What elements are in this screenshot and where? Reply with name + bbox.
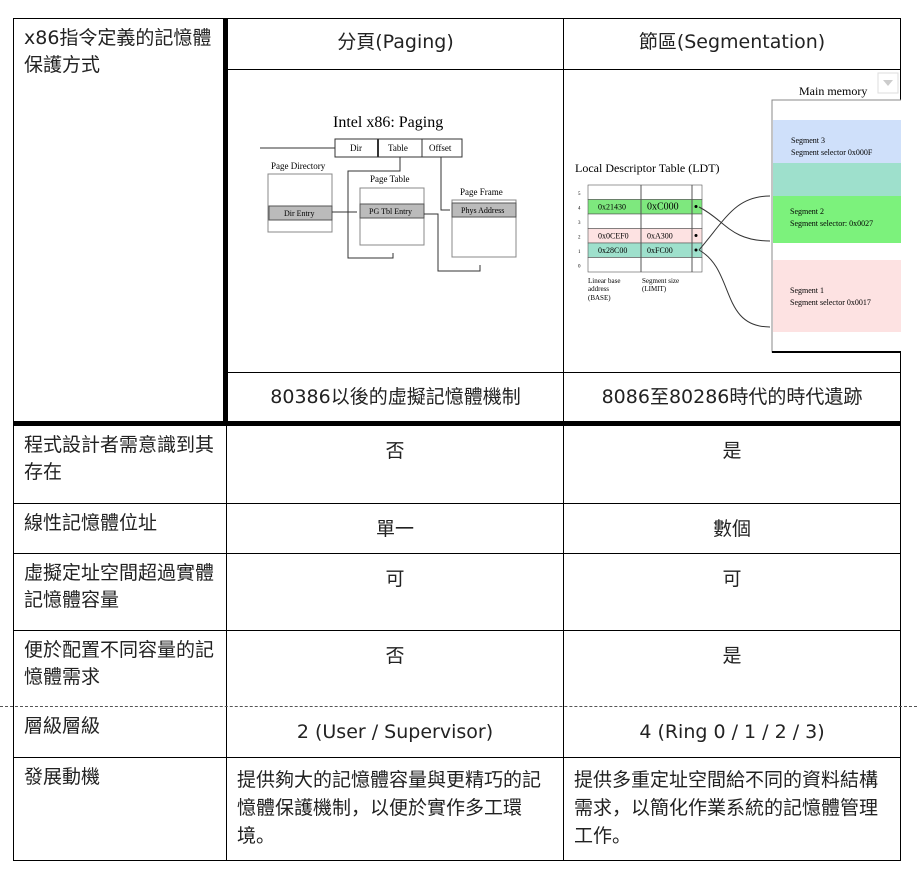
ldt-idx: 3 bbox=[578, 221, 581, 226]
ldt-title: Local Descriptor Table (LDT) bbox=[575, 161, 720, 175]
segmentation-value: 4 (Ring 0 / 1 / 2 / 3) bbox=[639, 721, 825, 743]
segmentation-value: 是 bbox=[722, 645, 742, 667]
limit-label: Segment size bbox=[642, 277, 679, 285]
grid-line bbox=[223, 18, 228, 424]
grid-line bbox=[13, 18, 901, 19]
ldt-idx: 4 bbox=[578, 207, 581, 212]
row-label: 虛擬定址空間超過實體記憶體容量 bbox=[24, 562, 215, 611]
pg-tbl-entry: PG Tbl Entry bbox=[369, 207, 412, 216]
dir-entry: Dir Entry bbox=[284, 209, 314, 218]
ldt-row bbox=[587, 257, 703, 273]
segment-3-name: Segment 3 bbox=[791, 136, 825, 145]
pointer-dot bbox=[694, 248, 698, 252]
page-frame-label: Page Frame bbox=[460, 187, 503, 197]
base-label: Linear base bbox=[588, 277, 620, 285]
caption-paging: 80386以後的虛擬記憶體機制 bbox=[270, 386, 521, 408]
ldt-row bbox=[587, 213, 703, 229]
paging-value: 提供夠大的記憶體容量與更精巧的記憶體保護機制，以便於實作多工環境。 bbox=[237, 769, 542, 847]
row-label: 便於配置不同容量的記憶體需求 bbox=[24, 639, 215, 688]
paging-value: 否 bbox=[385, 440, 405, 462]
grid-line bbox=[13, 860, 901, 861]
grid-line bbox=[13, 630, 901, 631]
ldt-limit: 0xFC00 bbox=[647, 246, 673, 255]
segment-1-selector: Segment selector 0x0017 bbox=[790, 298, 871, 307]
base-label: address bbox=[588, 285, 609, 293]
phys-address: Phys Address bbox=[461, 206, 504, 215]
paging-value: 單一 bbox=[375, 518, 414, 540]
caption-segmentation: 8086至80286時代的時代遺跡 bbox=[601, 386, 863, 408]
grid-line bbox=[13, 757, 901, 758]
grid-line bbox=[226, 69, 901, 70]
header-row-label: x86指令定義的記憶體保護方式 bbox=[24, 27, 212, 76]
row-label: 線性記憶體位址 bbox=[24, 512, 158, 534]
segmentation-value: 是 bbox=[722, 440, 742, 462]
ldt-base: 0x28C00 bbox=[598, 246, 627, 255]
limit-label: (LIMIT) bbox=[642, 285, 667, 293]
pointer-dot bbox=[694, 234, 698, 237]
ldt-limit: 0xA300 bbox=[647, 232, 673, 241]
row-label: 層級層級 bbox=[24, 715, 101, 737]
grid-line bbox=[13, 421, 901, 426]
field-table: Table bbox=[388, 143, 408, 153]
main-memory-label: Main memory bbox=[799, 84, 867, 98]
ldt-idx: 0 bbox=[578, 265, 581, 270]
grid-line bbox=[226, 424, 227, 861]
segmentation-diagram: Main memory Segment 3 Segment selector 0… bbox=[575, 72, 901, 353]
grid-line bbox=[13, 553, 901, 554]
ldt-limit: 0xC000 bbox=[647, 202, 679, 213]
grid-line bbox=[13, 503, 901, 504]
grid-line bbox=[226, 372, 901, 373]
segment-2-selector: Segment selector: 0x0027 bbox=[790, 219, 873, 228]
paging-value: 2 (User / Supervisor) bbox=[296, 721, 494, 743]
grid-line bbox=[563, 18, 564, 861]
paging-diagram: Intel x86: Paging Dir Table Offset Page … bbox=[260, 114, 517, 272]
grid-line bbox=[13, 18, 14, 861]
ldt-idx: 1 bbox=[578, 250, 581, 255]
segment-1-name: Segment 1 bbox=[790, 286, 824, 295]
paging-value: 否 bbox=[385, 645, 405, 667]
row-label: 程式設計者需意識到其存在 bbox=[24, 434, 215, 483]
segment-2-name: Segment 2 bbox=[790, 207, 824, 216]
ldt-idx: 2 bbox=[578, 236, 581, 241]
field-offset: Offset bbox=[429, 143, 452, 153]
ldt-row bbox=[587, 184, 703, 200]
page-table-label: Page Table bbox=[370, 174, 409, 184]
ldt-base: 0x21430 bbox=[598, 203, 626, 212]
field-dir: Dir bbox=[350, 143, 362, 153]
pointer-dot bbox=[694, 205, 698, 208]
header-segmentation: 節區(Segmentation) bbox=[638, 31, 826, 53]
page-break-line bbox=[0, 706, 917, 707]
ldt-base: 0x0CEF0 bbox=[598, 232, 629, 241]
grid-line bbox=[900, 18, 901, 861]
segmentation-value: 提供多重定址空間給不同的資料結構需求，以簡化作業系統的記憶體管理工作。 bbox=[574, 769, 879, 847]
header-paging: 分頁(Paging) bbox=[337, 31, 454, 53]
segmentation-value: 數個 bbox=[712, 518, 751, 540]
row-label: 發展動機 bbox=[24, 766, 101, 788]
paging-value: 可 bbox=[385, 568, 405, 590]
segmentation-value: 可 bbox=[722, 568, 742, 590]
page-directory-label: Page Directory bbox=[271, 161, 326, 171]
base-label: (BASE) bbox=[588, 294, 611, 302]
ldt-idx: 5 bbox=[578, 192, 581, 197]
segment-3-selector: Segment selector 0x000F bbox=[791, 148, 873, 157]
paging-title: Intel x86: Paging bbox=[333, 114, 443, 131]
